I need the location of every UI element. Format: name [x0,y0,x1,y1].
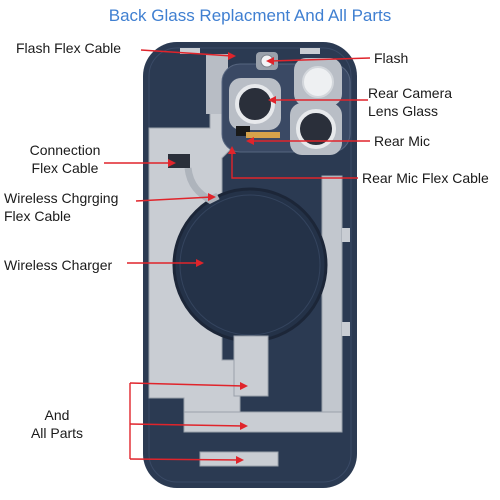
label-wireless-chg-line1: Wireless Chgrging [4,190,118,207]
label-rear-camera-line1: Rear Camera [368,85,452,102]
camera-lens-glass-3 [303,67,333,97]
label-connection-line2: Flex Cable [20,160,110,177]
camera-lens-glass-1 [237,86,273,122]
right-clip-1 [342,228,350,242]
label-rear-mic-flex-cable: Rear Mic Flex Cable [362,170,489,187]
top-right-clip [300,48,320,54]
label-flash-flex-cable: Flash Flex Cable [16,40,121,57]
rear-mic-flex [246,132,280,138]
pointer-parts-3 [130,459,240,460]
label-wireless-charger: Wireless Charger [4,257,112,274]
bottom-metal-bar [184,412,342,432]
label-flash: Flash [374,50,408,67]
right-metal-strip [322,176,342,426]
label-rear-mic: Rear Mic [374,133,430,150]
label-and-all-line1: And [20,407,94,424]
label-rear-camera-line2: Lens Glass [368,103,438,120]
bottom-metal-stem [234,336,268,396]
label-connection-line1: Connection [20,142,110,159]
right-clip-2 [342,322,350,336]
label-and-all-line2: All Parts [20,425,94,442]
label-wireless-chg-line2: Flex Cable [4,208,71,225]
